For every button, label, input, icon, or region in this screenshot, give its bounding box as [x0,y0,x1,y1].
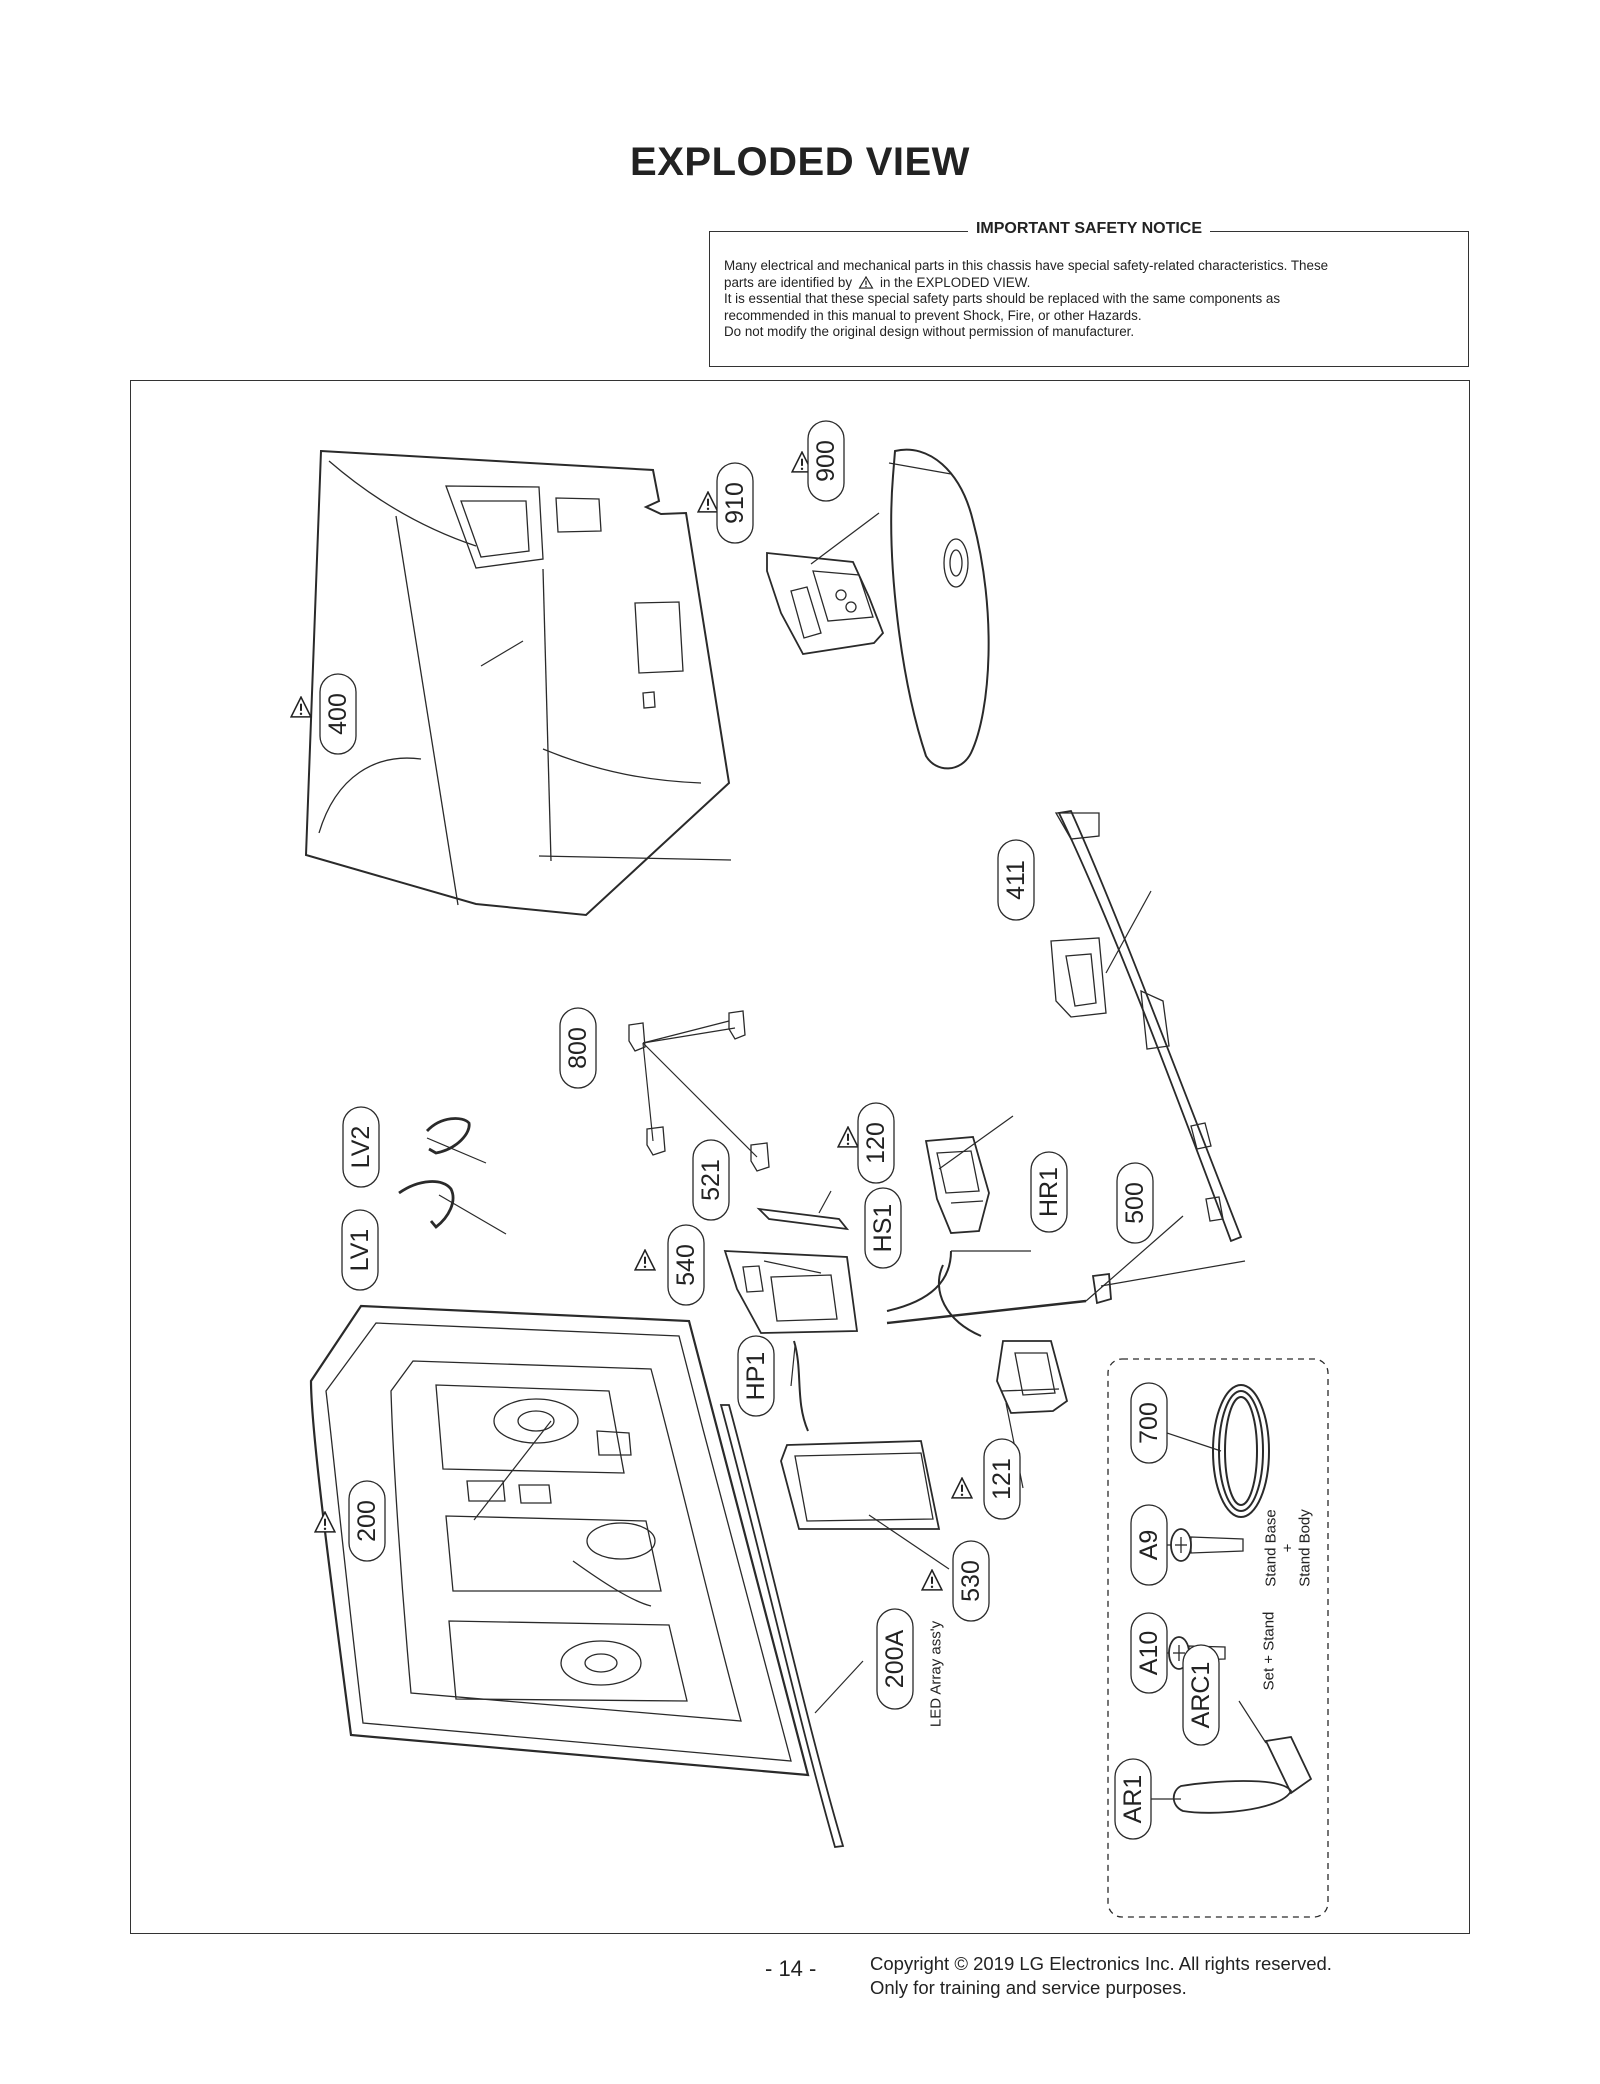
warning-triangle-icon [858,275,874,289]
warning-icon-400 [290,696,312,718]
part-label-800: 800 [564,1027,592,1069]
page-number: - 14 - [765,1956,817,1981]
part-label-arc1: ARC1 [1187,1662,1215,1729]
part-label-lv2: LV2 [347,1126,375,1169]
part-label-120: 120 [862,1122,890,1164]
speaker-121-part [996,1340,1069,1414]
speaker-120-part [924,1136,990,1234]
part-label-411: 411 [1002,860,1030,900]
part-label-texts: 900 910 400 411 800 120 521 LV2 LV1 HR1 … [324,440,1215,1823]
cable-hp1-part [793,1340,809,1432]
notice-line-2-after: in the EXPLODED VIEW. [880,274,1031,290]
safety-notice-text: Many electrical and mechanical parts in … [724,258,1454,341]
part-label-700: 700 [1135,1402,1163,1444]
notice-line-2-before: parts are identified by [724,274,853,290]
part-label-hr1: HR1 [1035,1167,1063,1217]
notice-line-2: parts are identified by in the EXPLODED V… [724,275,1454,292]
bracket-521-part [756,1207,850,1231]
warning-icon-200 [314,1511,336,1533]
rear-frame-bracket-part [1050,809,1243,1243]
led-array-label: LED Array ass'y [928,1620,945,1727]
part-label-hp1: HP1 [742,1352,770,1401]
set-stand-label: Set + Stand [1261,1612,1278,1691]
part-label-a10: A10 [1135,1631,1163,1675]
wire-lv2-part [425,1117,471,1155]
notice-line-4: recommended in this manual to prevent Sh… [724,307,1142,323]
part-label-ar1: AR1 [1119,1775,1147,1824]
safety-notice-heading-wrap: IMPORTANT SAFETY NOTICE [710,220,1468,238]
part-label-400: 400 [324,693,352,735]
safety-notice-box: IMPORTANT SAFETY NOTICE Many electrical … [709,220,1469,367]
safety-notice-heading: IMPORTANT SAFETY NOTICE [967,220,1211,237]
led-array-part [719,1404,845,1848]
part-label-900: 900 [812,440,840,482]
wire-lv1-part [398,1180,455,1229]
cable-hs1-part [886,1250,982,1337]
part-label-910: 910 [721,482,749,524]
part-label-540: 540 [672,1244,700,1286]
page-title: EXPLODED VIEW [630,140,970,184]
part-label-lv1: LV1 [346,1229,374,1272]
warning-icon-910 [697,491,719,513]
main-board-part [723,1250,859,1334]
exploded-view-diagram: 900 910 400 411 800 120 521 LV2 LV1 HR1 … [290,420,1329,1918]
warning-icon-530 [921,1569,943,1591]
cable-coil-part [1212,1384,1270,1518]
part-label-200a: 200A [881,1629,909,1688]
accessory-box [1107,1358,1329,1918]
part-label-500: 500 [1121,1182,1149,1224]
warning-icon-120 [837,1126,859,1148]
part-label-121: 121 [988,1458,1016,1500]
plus-label: + [1280,1543,1297,1552]
clips-part [628,1010,770,1172]
notice-line-5: Do not modify the original design withou… [724,324,1135,339]
notice-line-1: Many electrical and mechanical parts in … [724,258,1329,273]
remote-part [1172,1736,1313,1814]
exploded-view-frame: 900 910 400 411 800 120 521 LV2 LV1 HR1 … [130,380,1470,1934]
part-label-bubbles [319,420,1220,1840]
screw-a9-part [1170,1528,1244,1562]
stand-body-label: Stand Body [1297,1509,1314,1587]
warning-icon-540 [634,1249,656,1271]
notice-line-3: It is essential that these special safet… [724,291,1281,306]
copyright-line-2: Only for training and service purposes. [870,1977,1187,1998]
stand-neck-part [766,552,885,655]
sensor-500-part [1091,1272,1112,1305]
warning-icon-121 [951,1477,973,1499]
cable-hr1-part [886,1299,1087,1325]
part-label-a9: A9 [1135,1530,1163,1561]
safety-warning-symbols [290,451,973,1591]
stand-base-label: Stand Base [1263,1509,1280,1587]
display-module-part [309,1304,810,1777]
power-board-part [780,1440,941,1530]
part-label-521: 521 [697,1159,725,1201]
part-label-hs1: HS1 [869,1204,897,1253]
back-cover-part [304,449,732,917]
stand-base-part [890,448,990,770]
annotation-texts: LED Array ass'y Stand Base + Stand Body … [928,1509,1314,1727]
part-label-200: 200 [353,1500,381,1542]
copyright-line-1: Copyright © 2019 LG Electronics Inc. All… [870,1953,1332,1974]
part-label-530: 530 [957,1560,985,1602]
copyright: Copyright © 2019 LG Electronics Inc. All… [870,1952,1332,2000]
